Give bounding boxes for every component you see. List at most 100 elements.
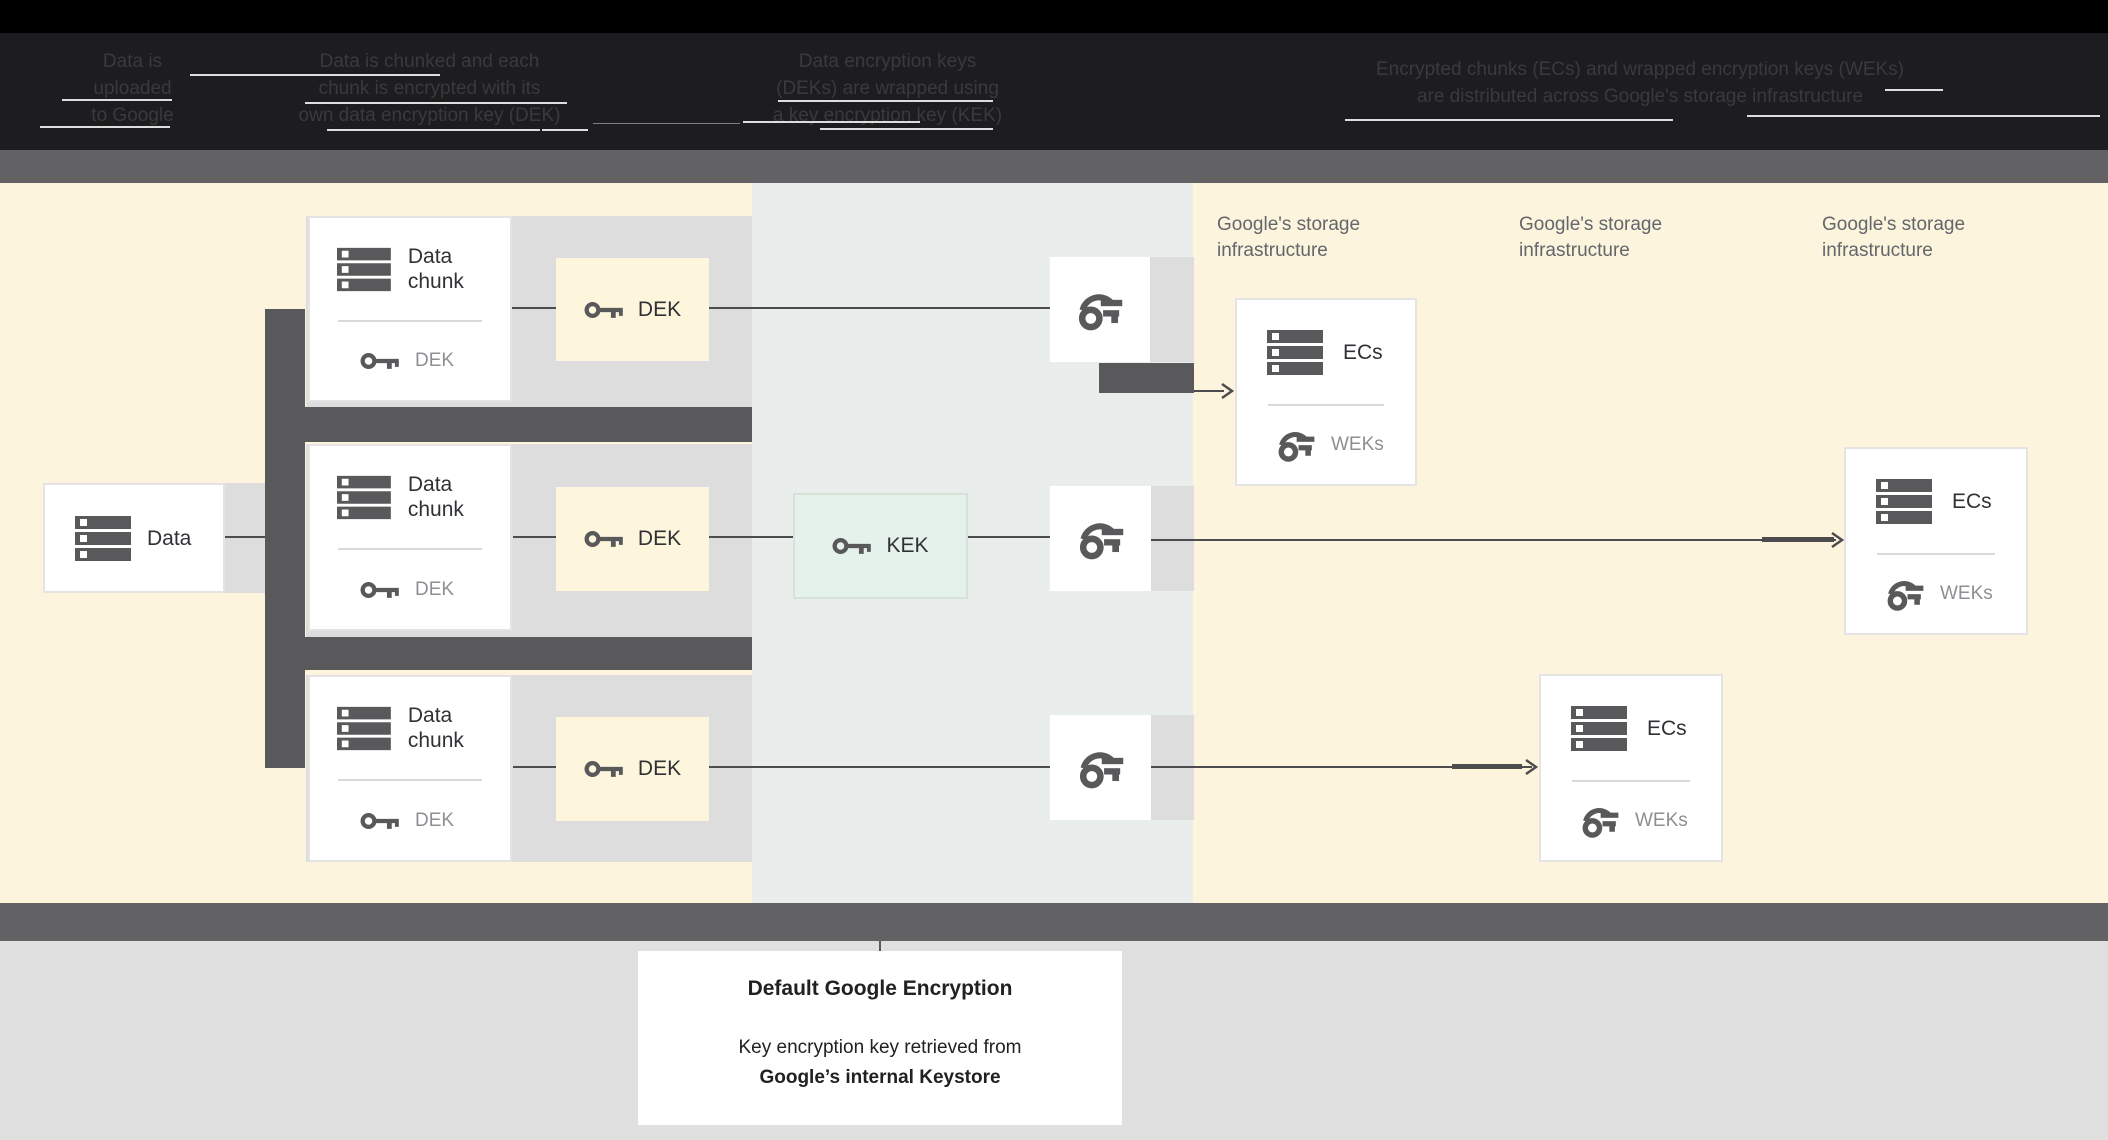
data-chunk-box-1: Data chunk DEK [308, 216, 512, 402]
wrapped-key-icon [1581, 802, 1619, 840]
kek-box: KEK [793, 493, 968, 599]
process-step-3: Data encryption keys (DEKs) are wrapped … [745, 48, 1030, 129]
fork-bar-1 [265, 407, 752, 442]
wrapped-key-box-1 [1050, 257, 1150, 362]
key-icon [584, 528, 624, 550]
step-line: Encrypted chunks (ECs) and wrapped encry… [1376, 59, 1904, 80]
divider [1572, 780, 1690, 782]
storage-label-3: Google's storage infrastructure [1822, 212, 1965, 264]
wrapped-key-icon [1077, 287, 1123, 333]
underline-artifact [1747, 115, 2100, 117]
ecs-box-2: ECs WEKs [1844, 447, 2028, 635]
divider [338, 548, 482, 550]
step-line: uploaded [93, 78, 172, 99]
key-icon [360, 579, 400, 601]
data-stack-icon [337, 247, 391, 291]
data-chunk-label: Data chunk [407, 245, 464, 293]
step-line: Data is chunked and each [319, 51, 540, 72]
divider [1268, 404, 1384, 406]
data-strip [225, 483, 265, 593]
wrapped-key-box-2 [1050, 486, 1151, 591]
storage-label-line: Google's storage [1217, 214, 1361, 235]
process-step-2: Data is chunked and each chunk is encryp… [262, 48, 597, 129]
data-label: Data [147, 526, 192, 550]
connector-line [709, 766, 1050, 768]
connector-line [709, 307, 1050, 309]
arrowhead-icon [1830, 531, 1844, 549]
flow-thick-segment [1762, 537, 1834, 542]
wrapped-key-icon [1078, 516, 1124, 562]
wrapped-key-icon [1277, 426, 1315, 464]
step-line: (DEKs) are wrapped using [776, 78, 999, 99]
caption-line-bold: Google’s internal Keystore [759, 1067, 1001, 1088]
step-line: Data encryption keys [798, 51, 977, 72]
dek-box-label: DEK [637, 297, 682, 321]
ecs-label: ECs [1343, 340, 1383, 364]
wrapped-key-tab-1 [1150, 257, 1194, 362]
step-line: to Google [91, 105, 174, 126]
ecs-label: ECs [1647, 716, 1687, 740]
underline-artifact [40, 126, 170, 128]
underline-artifact [62, 99, 172, 101]
dek-label: DEK [415, 578, 455, 600]
underline-artifact [327, 129, 540, 131]
storage-label-line: infrastructure [1822, 240, 1933, 261]
divider [338, 779, 482, 781]
flow-arrow-1 [1194, 390, 1224, 392]
underline-artifact [1885, 89, 1943, 91]
fork-trunk [265, 309, 305, 768]
ecs-box-1: ECs WEKs [1235, 298, 1417, 486]
underline-artifact [542, 129, 588, 131]
underline-artifact [305, 102, 567, 104]
dek-box-3: DEK [556, 717, 709, 821]
storage-label-1: Google's storage infrastructure [1217, 212, 1360, 264]
connector-line [225, 536, 265, 538]
data-chunk-box-3: Data chunk DEK [308, 675, 512, 862]
header-band: Data is uploaded to Google Data is chunk… [0, 0, 2108, 150]
dek-label: DEK [415, 809, 455, 831]
fork-bar-2 [265, 637, 752, 670]
weks-label: WEKs [1635, 810, 1688, 831]
weks-label: WEKs [1331, 434, 1384, 455]
step-line: are distributed across Google's storage … [1416, 86, 1864, 107]
step-line: own data encryption key (DEK) [298, 105, 561, 126]
arrowhead-icon [1524, 758, 1538, 776]
caption-line: Key encryption key retrieved from [738, 1037, 1022, 1058]
underline-artifact [593, 123, 740, 124]
underline-artifact [1345, 119, 1673, 121]
arrowhead-icon [1220, 382, 1234, 400]
process-step-4: Encrypted chunks (ECs) and wrapped encry… [1325, 56, 1955, 110]
data-stack-icon [75, 515, 131, 561]
underline-artifact [190, 74, 440, 76]
step-line: Data is [102, 51, 163, 72]
wrapped-key-tab-2 [1151, 486, 1194, 591]
key-icon [832, 535, 872, 557]
caption-title: Default Google Encryption [747, 977, 1013, 1000]
process-step-1: Data is uploaded to Google [40, 48, 225, 129]
wrapped-key-icon [1886, 575, 1924, 613]
flow-arrow-2 [1151, 539, 1836, 541]
data-box: Data [43, 483, 225, 593]
data-stack-icon [337, 706, 391, 750]
flow-thick-segment [1452, 764, 1522, 769]
caption-connector-line [879, 941, 881, 951]
storage-label-line: infrastructure [1519, 240, 1630, 261]
ecs-box-3: ECs WEKs [1539, 674, 1723, 862]
key-icon [584, 299, 624, 321]
divider [338, 320, 482, 322]
key-icon [584, 758, 624, 780]
flow-arrow-3 [1151, 766, 1532, 768]
dek-box-label: DEK [637, 757, 682, 780]
dek-box-label: DEK [637, 527, 682, 550]
divider-bar-top [0, 150, 2108, 183]
underline-artifact [820, 128, 993, 130]
dek-label: DEK [415, 350, 455, 371]
dek-box-1: DEK [556, 258, 709, 361]
storage-label-2: Google's storage infrastructure [1519, 212, 1662, 264]
caption-card: Default Google Encryption Key encryption… [638, 951, 1122, 1125]
divider [1877, 553, 1995, 555]
key-icon [360, 810, 400, 832]
kek-label: KEK [886, 534, 929, 557]
dek-box-2: DEK [556, 487, 709, 591]
